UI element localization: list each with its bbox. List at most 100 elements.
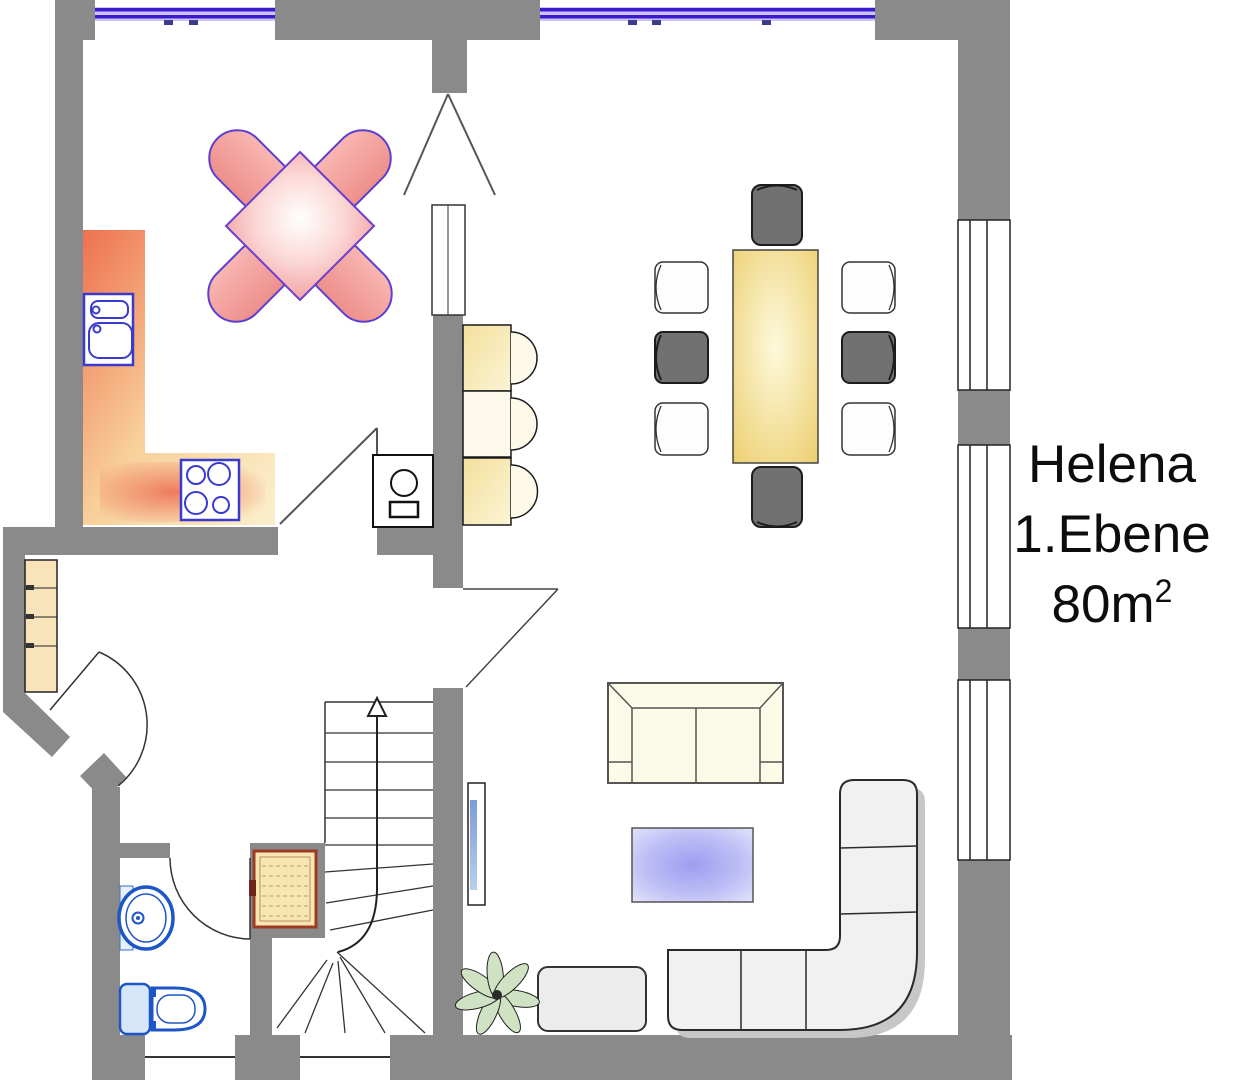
- kitchen-oven-dial: [390, 469, 418, 497]
- stair-winder-3: [329, 909, 434, 931]
- corner-sofa: [667, 779, 918, 1031]
- plan-title-area-sup: 2: [1154, 573, 1173, 609]
- seat-unit-3: [462, 457, 512, 526]
- wall-hall-left: [3, 527, 25, 705]
- seat-unit-1: [462, 324, 512, 392]
- wall-kitchen-bottom-left: [3, 527, 278, 555]
- dining-chair-right-3-back: [888, 405, 895, 453]
- stair-winder-6: [337, 960, 346, 1034]
- plant-center: [492, 990, 502, 1000]
- dining-table: [732, 249, 819, 464]
- wall-kitchen-bottom-right: [377, 527, 433, 555]
- wall-left-lower: [92, 787, 120, 1080]
- sofa-arm-left-diag: [607, 682, 633, 709]
- dining-chair-top: [751, 184, 803, 246]
- bath-sink-inner: [125, 893, 167, 943]
- kitchen-sink-drain-1: [91, 305, 101, 315]
- stove-burner-2: [207, 462, 231, 486]
- kitchen-sink-basin-top: [90, 300, 129, 319]
- dining-chair-right-2: [841, 331, 896, 384]
- entry-door-leaf: [49, 651, 100, 711]
- window-right-2: [957, 444, 1011, 629]
- entry-door-arc: [98, 651, 148, 787]
- stove-burner-4: [212, 496, 230, 514]
- plan-title: Helena 1.Ebene 80m2: [1002, 430, 1222, 646]
- toilet-tank: [118, 982, 152, 1036]
- side-table: [537, 966, 647, 1032]
- wall-top-mid: [275, 0, 540, 40]
- dining-chair-bottom-back: [756, 521, 798, 528]
- furnace: [252, 849, 318, 929]
- bath-sink-drain: [136, 916, 140, 920]
- window-top-living-bar1: [540, 8, 875, 12]
- dining-chair-left-2: [654, 331, 709, 384]
- dining-chair-left-1-back: [655, 264, 662, 311]
- dining-chair-right-2-back: [888, 334, 895, 381]
- window-top-kitchen-bar1: [95, 8, 275, 12]
- seat-unit-3-back: [510, 464, 539, 519]
- furnace-inner: [259, 856, 311, 922]
- wall-pillar-top: [432, 35, 467, 93]
- dining-chair-left-3-back: [655, 405, 662, 453]
- seat-unit-2-back: [510, 397, 538, 451]
- hall-shelf-tick-2: [26, 614, 34, 619]
- wall-top-right: [875, 0, 960, 40]
- plan-title-name: Helena: [1028, 435, 1196, 494]
- bath-sink-outer: [117, 885, 175, 951]
- sofa-arm-right-diag: [759, 682, 784, 709]
- window-right-1: [957, 219, 1011, 391]
- stairs-arrow-head: [366, 695, 388, 717]
- plan-title-area-base: 80m: [1051, 575, 1155, 634]
- coffee-table: [631, 827, 754, 903]
- dining-chair-left-1: [654, 261, 709, 314]
- window-top-living-latch1: [628, 20, 637, 25]
- stair-winder-5: [339, 956, 386, 1034]
- stair-winder-2: [325, 885, 434, 904]
- window-top-kitchen-latch1: [164, 20, 173, 25]
- kitchen-sink-basin-bottom: [88, 322, 133, 359]
- furnace-handle: [249, 880, 256, 896]
- wall-stairs-living: [433, 688, 463, 1035]
- dining-chair-top-back: [756, 184, 798, 191]
- corner-sofa-div-1: [839, 845, 918, 849]
- plan-title-level: 1.Ebene: [1013, 505, 1211, 564]
- wall-mid-vertical: [433, 315, 463, 588]
- tv-screen: [470, 800, 477, 890]
- window-top-living-latch2: [652, 20, 661, 25]
- dining-chair-bottom: [751, 466, 803, 528]
- window-right-3: [957, 679, 1011, 861]
- stairs-direction-arrow: [337, 712, 378, 953]
- seat-unit-2: [462, 390, 512, 458]
- kitchen-table: [224, 150, 376, 302]
- stair-winder-8: [276, 959, 328, 1029]
- wall-bottom: [92, 1035, 1012, 1080]
- window-top-living-bar2: [540, 15, 875, 19]
- window-top-living-latch3: [762, 20, 771, 25]
- dining-chair-right-1: [841, 261, 896, 314]
- living-door-leaf: [465, 588, 559, 688]
- bath-door-arc: [169, 857, 251, 940]
- kitchen-sink-drain-2: [92, 324, 102, 334]
- hall-shelf-tick-1: [26, 585, 34, 590]
- double-door-leaf-left: [403, 93, 449, 196]
- wall-hall-diagonal: [3, 693, 70, 757]
- wall-left-upper: [55, 0, 83, 527]
- hall-shelf-tick-3: [26, 643, 34, 648]
- stove-burner-1: [186, 465, 206, 485]
- kitchen-door-leaf: [279, 427, 378, 525]
- stair-winder-4: [336, 951, 426, 1034]
- dining-chair-right-1-back: [888, 264, 895, 311]
- stove-burner-3: [184, 491, 208, 515]
- toilet-hinge-top: [149, 989, 156, 997]
- dining-chair-right-3: [841, 402, 896, 456]
- wall-right-seg3: [958, 628, 1010, 680]
- wall-right-seg1: [958, 0, 1010, 220]
- seat-unit-1-back: [510, 331, 538, 385]
- toilet-hinge-bottom: [149, 1021, 156, 1029]
- plan-title-area: 80m2: [1002, 570, 1222, 646]
- double-door-leaf-right: [447, 93, 496, 196]
- kitchen-oven-slot: [388, 500, 420, 519]
- window-top-kitchen-latch2: [189, 20, 198, 25]
